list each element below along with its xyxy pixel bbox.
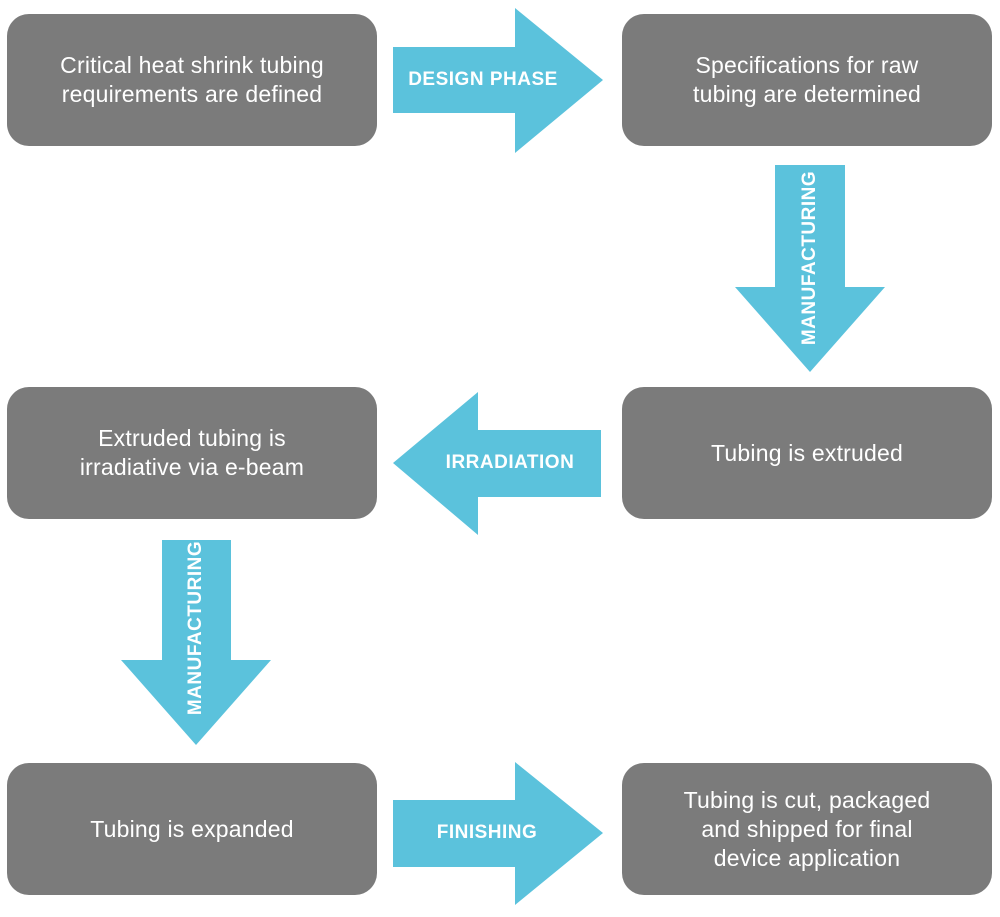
box-requirements-defined: Critical heat shrink tubing requirements… — [7, 14, 377, 146]
finishing-arrow — [393, 762, 603, 905]
design-phase-label: DESIGN PHASE — [408, 69, 558, 90]
finishing-label: FINISHING — [437, 822, 538, 843]
box-extruded-text: Tubing is extruded — [711, 439, 903, 466]
box-tubing-expanded: Tubing is expanded — [7, 763, 377, 895]
manufacturing-label-right: MANUFACTURING — [799, 171, 820, 345]
box-tubing-irradiated: Extruded tubing is irradiative via e-bea… — [7, 387, 377, 519]
irradiation-arrow — [393, 392, 601, 535]
box-shipped-text: Tubing is cut, packaged and shipped for … — [683, 786, 931, 871]
manufacturing-arrow-left — [121, 540, 271, 745]
box-specifications-text: Specifications for raw tubing are determ… — [693, 52, 921, 107]
box-tubing-shipped: Tubing is cut, packaged and shipped for … — [622, 763, 992, 895]
box-tubing-extruded: Tubing is extruded — [622, 387, 992, 519]
box-requirements-text: Critical heat shrink tubing requirements… — [60, 52, 324, 107]
box-irradiated-text: Extruded tubing is irradiative via e-bea… — [79, 425, 305, 480]
manufacturing-arrow-right — [735, 165, 885, 372]
manufacturing-label-left: MANUFACTURING — [185, 541, 206, 715]
box-specifications-determined: Specifications for raw tubing are determ… — [622, 14, 992, 146]
design-phase-arrow — [393, 8, 603, 153]
irradiation-label: IRRADIATION — [446, 452, 575, 473]
box-expanded-text: Tubing is expanded — [90, 815, 294, 842]
